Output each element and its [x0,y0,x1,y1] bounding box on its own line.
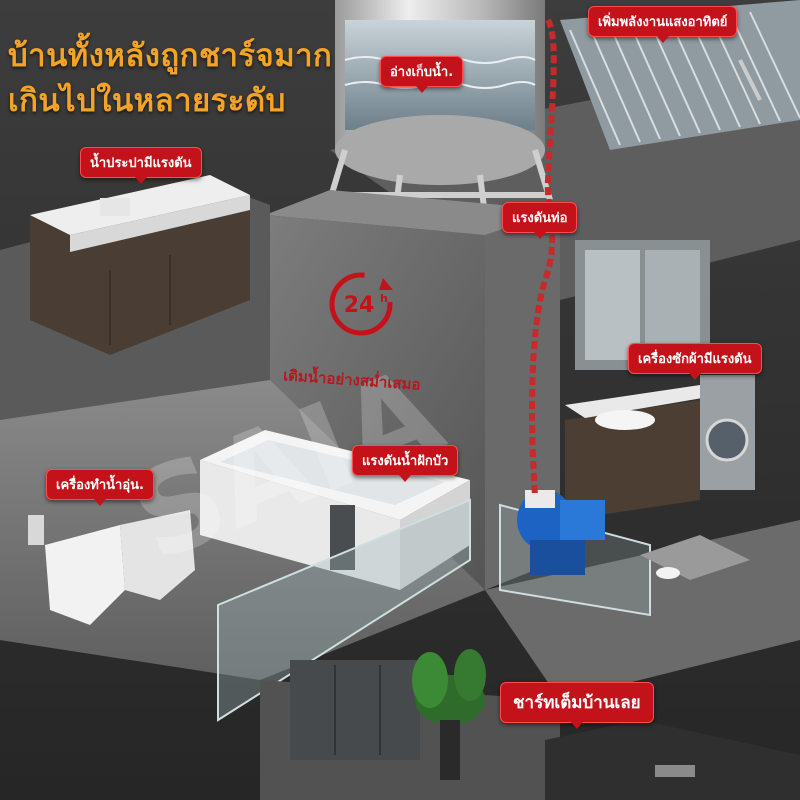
callout-whole-house: ชาร์ทเต็มบ้านเลย [500,682,654,729]
column-top [265,190,560,235]
toilet-and-bidet [28,510,195,625]
slippers [656,567,680,579]
headline-line-2: เกินไปในหลายระดับ [8,83,286,119]
kitchen-counter [545,720,800,800]
callout-shower-pressure: แรงดันน้ำฝักบัว [352,445,459,482]
callout-pressurized-tap: น้ำประปามีแรงดัน [80,147,202,184]
solar-panel [560,0,800,150]
lower-cabinets [290,660,420,760]
glass-partition [217,498,471,722]
callout-water-heater: เครื่องทำน้ำอุ่น. [46,469,154,506]
washing-machine [700,375,755,490]
callout-washer-pressure: เครื่องซักผ้ามีแรงดัน [628,343,762,380]
callout-solar-boost: เพิ่มพลังงานแสงอาทิตย์ [588,6,738,43]
headline-line-1: บ้านทั้งหลังถูกชาร์จมาก [8,38,333,74]
callout-storage-tank: อ่างเก็บน้ำ. [380,56,464,93]
badge-unit: h [380,292,388,305]
vanity-cabinet-left [30,175,250,355]
24h-clock-icon: 24 h [329,272,393,336]
potted-plant [412,649,486,780]
callout-pipe-pressure: แรงดันท่อ [502,202,578,239]
pressure-pipe [529,18,557,496]
badge-number: 24 [344,293,375,318]
pressure-pump [517,490,605,575]
